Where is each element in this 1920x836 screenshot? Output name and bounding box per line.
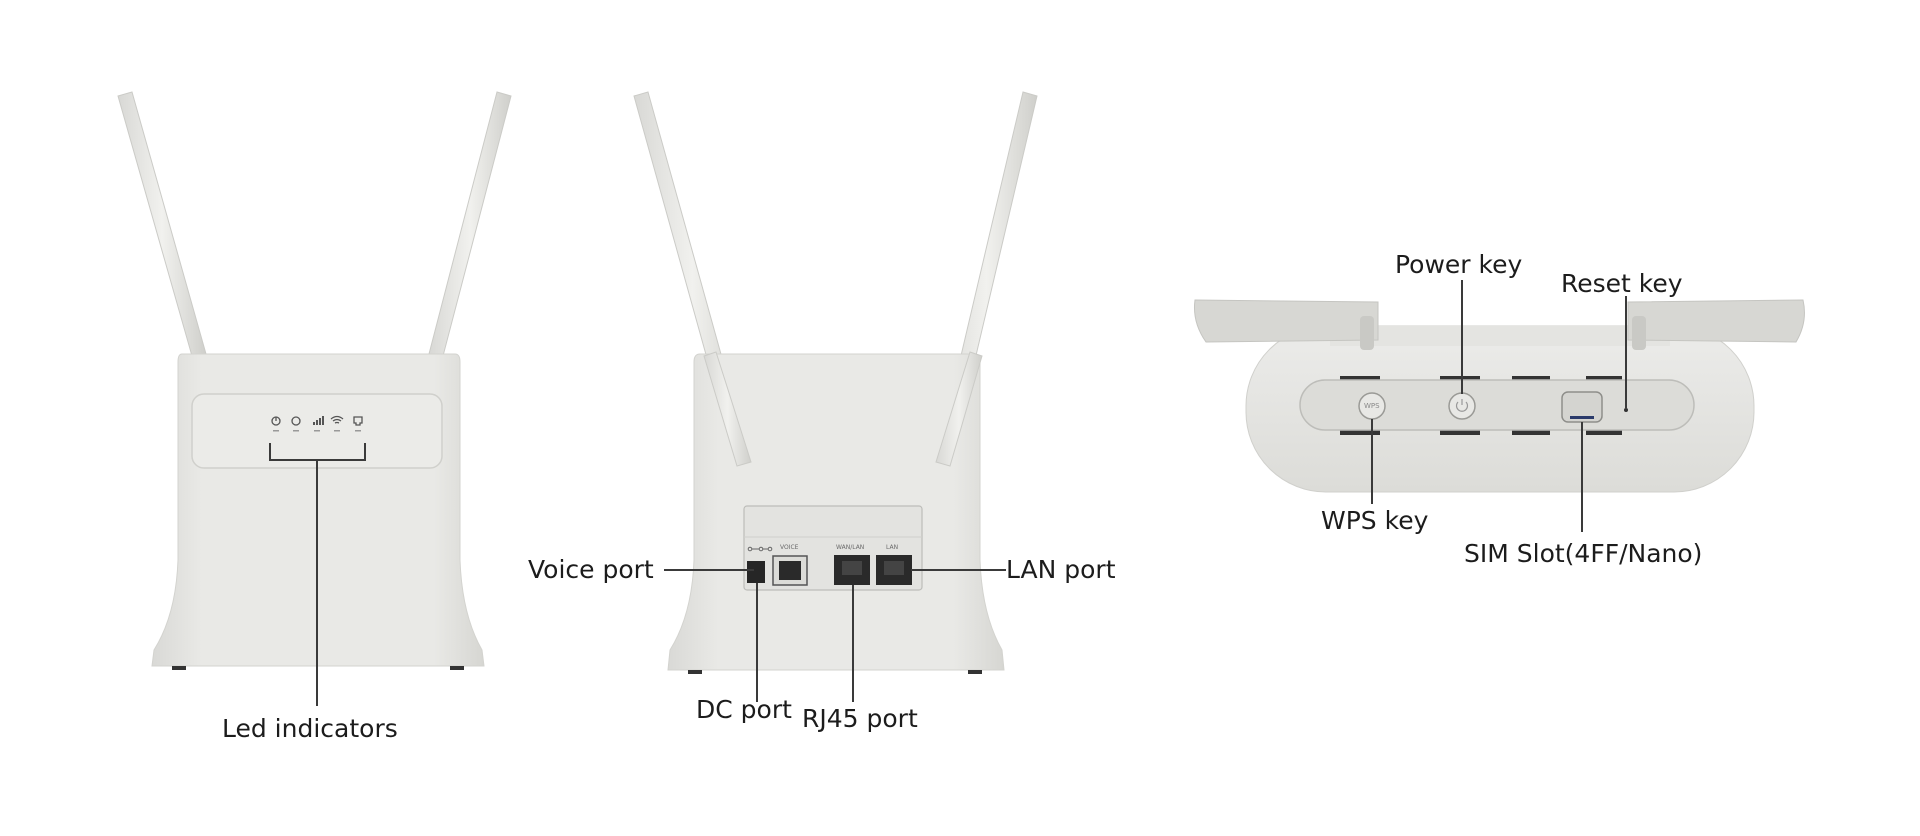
router-back-view [633, 91, 1038, 702]
antenna-back-left-front [703, 351, 752, 467]
folded-antenna-left [1194, 299, 1379, 350]
vent-slots [1340, 376, 1622, 435]
label-lan-port: LAN port [1006, 555, 1116, 584]
wan-lan-marking: WAN/LAN [836, 544, 865, 551]
foot-left [172, 666, 186, 670]
folded-antenna-right [1627, 299, 1805, 350]
label-rj45-port: RJ45 port [802, 704, 918, 733]
voice-port-jack [779, 561, 801, 580]
label-voice-port: Voice port [528, 555, 654, 584]
label-dc-port: DC port [696, 695, 792, 724]
signal-led-icon [313, 416, 324, 425]
label-led-indicators: Led indicators [222, 714, 398, 743]
foot-right [450, 666, 464, 670]
back-foot-right [968, 670, 982, 674]
voice-marking: VOICE [780, 544, 799, 551]
label-power-key: Power key [1395, 250, 1523, 279]
router-side-view [1194, 280, 1805, 532]
router-front-view [117, 91, 512, 706]
wifi-led-icon [330, 415, 344, 424]
label-wps-key: WPS key [1321, 506, 1429, 535]
lan-port-inner [884, 561, 904, 575]
antenna-left [117, 91, 207, 357]
led-icons [271, 415, 363, 426]
lan-led-icon [353, 416, 363, 426]
sim-slot-opening [1570, 416, 1594, 419]
led-status-dots [273, 430, 361, 432]
dc-symbol-icon [747, 546, 773, 552]
reset-pinhole [1624, 408, 1628, 412]
power-symbol-icon [1455, 399, 1469, 412]
dc-port [747, 561, 765, 583]
lan-marking: LAN [886, 544, 899, 551]
wan-lan-port-inner [842, 561, 862, 575]
internet-led-icon [291, 416, 301, 426]
label-reset-key: Reset key [1561, 269, 1683, 298]
wps-marking: WPS [1364, 402, 1380, 410]
back-foot-left [688, 670, 702, 674]
power-button [1448, 392, 1476, 420]
antenna-back-right-front [935, 351, 983, 467]
side-top-strip [1330, 326, 1670, 346]
antenna-right [428, 91, 512, 357]
label-sim-slot: SIM Slot(4FF/Nano) [1464, 539, 1703, 568]
